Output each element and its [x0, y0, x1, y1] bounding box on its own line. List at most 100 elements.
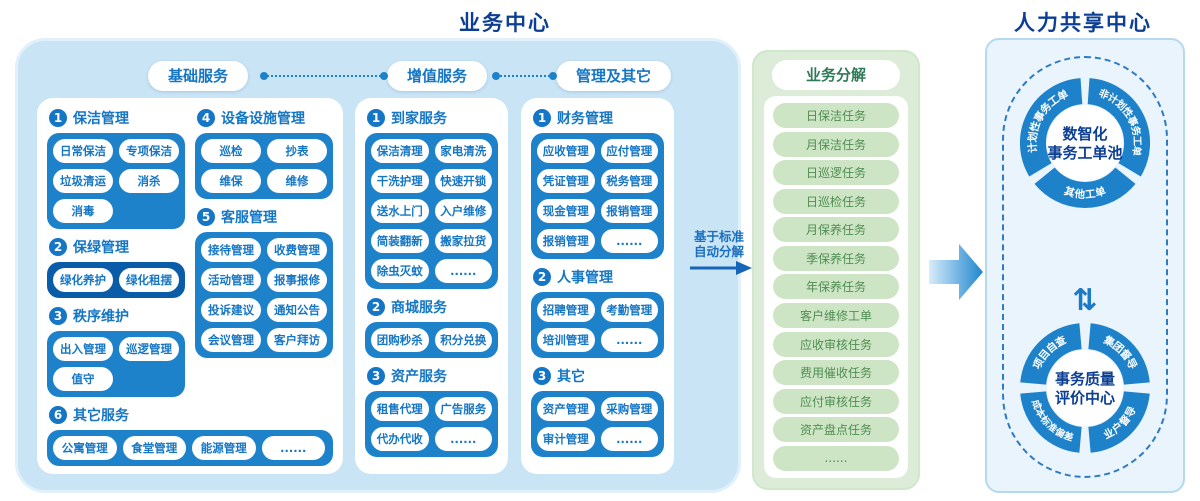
- service-pill: 除虫灭蚊: [371, 259, 429, 283]
- service-pill: 公寓管理: [53, 436, 117, 460]
- section-title: 秩序维护: [73, 309, 129, 325]
- service-pill: 团购秒杀: [371, 328, 429, 352]
- service-pill: 消杀: [119, 169, 179, 193]
- service-pill: 家电清洗: [434, 139, 492, 163]
- service-pill: 维修: [267, 169, 327, 193]
- section-title: 商城服务: [391, 300, 447, 316]
- service-pill: ......: [600, 229, 658, 253]
- task-item: ......: [773, 445, 899, 471]
- section-title: 到家服务: [391, 111, 447, 127]
- service-pill: 代办代收: [371, 427, 429, 451]
- section-items-box: 招聘管理考勤管理培训管理......: [531, 292, 664, 358]
- service-pill: 税务管理: [600, 169, 658, 193]
- service-pill: 积分兑换: [434, 328, 492, 352]
- service-pill: 招聘管理: [537, 298, 595, 322]
- service-pill: 消毒: [53, 199, 113, 223]
- service-pill: 抄表: [267, 139, 327, 163]
- service-pill: 绿化养护: [53, 268, 113, 292]
- service-pill: 报事报修: [267, 268, 327, 292]
- task-item: 日巡逻任务: [773, 160, 899, 186]
- section-number-badge: 4: [197, 109, 215, 127]
- service-pill: 接待管理: [201, 238, 261, 262]
- service-pill: 值守: [53, 367, 113, 391]
- pool-center-line1: 数智化: [1062, 125, 1107, 143]
- dashed-track-outline: [1002, 56, 1168, 478]
- section-items-box: 租售代理广告服务代办代收......: [365, 391, 498, 457]
- section-number-badge: 2: [49, 238, 67, 256]
- tab-basic-services: 基础服务: [148, 61, 249, 91]
- decomposition-header: 业务分解: [772, 60, 900, 90]
- swap-arrows-icon: ⇅: [1072, 283, 1098, 318]
- quality-evaluation-ring: 项目自查 集团督导 成本标准偏差 业户督导 事务质量 评价中心: [1020, 323, 1150, 453]
- section-items-box: 巡检抄表维保维修: [195, 133, 333, 199]
- section-hr-management: 2 人事管理 招聘管理考勤管理培训管理......: [531, 267, 664, 358]
- section-title: 其它服务: [73, 408, 129, 424]
- task-item: 月保养任务: [773, 217, 899, 243]
- section-title: 资产服务: [391, 369, 447, 385]
- section-items-box: 资产管理采购管理审计管理......: [531, 391, 664, 457]
- service-pill: 考勤管理: [600, 298, 658, 322]
- tab-connector-line: [492, 72, 557, 80]
- section-number-badge: 2: [533, 268, 551, 286]
- business-center-title: 业务中心: [459, 11, 551, 35]
- task-item: 月保洁任务: [773, 131, 899, 157]
- service-pill: 搬家拉货: [434, 229, 492, 253]
- section-title: 人事管理: [557, 270, 613, 286]
- section-items-box: 保洁清理家电清洗干洗护理快速开锁送水上门入户维修简装翻新搬家拉货除虫灭蚊....…: [365, 133, 498, 289]
- service-pill: ......: [261, 436, 325, 460]
- section-items-box: 绿化养护绿化租摆: [47, 262, 185, 298]
- service-pill: ......: [600, 427, 658, 451]
- service-pill: 垃圾清运: [53, 169, 113, 193]
- service-pill: 出入管理: [53, 337, 113, 361]
- section-number-badge: 1: [533, 109, 551, 127]
- service-pill: 现金管理: [537, 199, 595, 223]
- hr-shared-center-title: 人力共享中心: [1014, 11, 1152, 35]
- section-equipment-facilities: 4 设备设施管理 巡检抄表维保维修: [195, 108, 333, 199]
- section-number-badge: 3: [367, 367, 385, 385]
- hr-shared-center-panel: 计划性事务工单 非计划性事务工单 其他工单 数智化 事务工单池 ⇅: [985, 38, 1185, 493]
- service-pill: 资产管理: [537, 397, 595, 421]
- service-pill: 培训管理: [537, 328, 595, 352]
- task-list: 日保洁任务月保洁任务日巡逻任务日巡检任务月保养任务季保养任务年保养任务客户维修工…: [764, 96, 908, 478]
- service-pill: 广告服务: [434, 397, 492, 421]
- task-item: 应付审核任务: [773, 388, 899, 414]
- service-pill: 通知公告: [267, 298, 327, 322]
- big-right-arrow-icon: [929, 244, 983, 300]
- section-asset-services: 3 资产服务 租售代理广告服务代办代收......: [365, 366, 498, 457]
- service-pill: 保洁清理: [371, 139, 429, 163]
- task-item: 日保洁任务: [773, 103, 899, 128]
- service-pill: 简装翻新: [371, 229, 429, 253]
- service-pill: 巡逻管理: [119, 337, 179, 361]
- task-item: 日巡检任务: [773, 188, 899, 214]
- pool-center-line2: 事务工单池: [1047, 144, 1122, 162]
- service-pill: 能源管理: [192, 436, 256, 460]
- service-pill: 收费管理: [267, 238, 327, 262]
- right-arrow-icon: [690, 261, 752, 275]
- service-pill: 客户拜访: [267, 328, 327, 352]
- tab-management-others: 管理及其它: [556, 61, 672, 91]
- section-title: 设备设施管理: [221, 111, 305, 127]
- task-item: 季保养任务: [773, 245, 899, 271]
- service-pill: ......: [434, 259, 492, 283]
- service-pill: 日常保洁: [53, 139, 113, 163]
- service-pill: ......: [434, 427, 492, 451]
- service-pill: 专项保洁: [119, 139, 179, 163]
- service-pill: 快速开锁: [434, 169, 492, 193]
- section-title: 保绿管理: [73, 240, 129, 256]
- service-pill: 绿化租摆: [119, 268, 179, 292]
- section-number-badge: 1: [49, 109, 67, 127]
- section-number-badge: 3: [49, 307, 67, 325]
- tab-value-added-services: 增值服务: [387, 61, 488, 91]
- section-items-box: 团购秒杀积分兑换: [365, 322, 498, 358]
- task-item: 资产盘点任务: [773, 417, 899, 443]
- quality-center-line1: 事务质量: [1055, 370, 1115, 388]
- section-items-box: 接待管理收费管理活动管理报事报修投诉建议通知公告会议管理客户拜访: [195, 232, 333, 358]
